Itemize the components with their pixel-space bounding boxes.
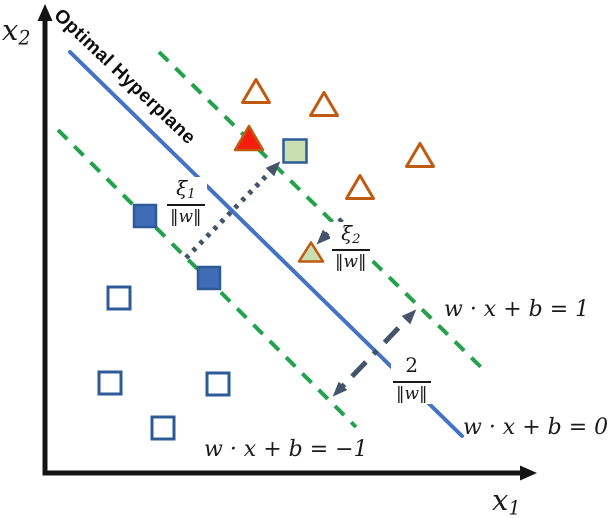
negative-class-square-open — [205, 371, 231, 397]
norm-w-label: ‖w‖ — [167, 204, 205, 226]
x-axis-label: x1 — [492, 483, 521, 518]
hyperplane-equation: w · x + b = 0 — [463, 415, 609, 440]
negative-class-square-filled — [196, 265, 222, 291]
negative-class-square-filled — [132, 203, 158, 229]
norm-w-label: ‖w‖ — [332, 249, 370, 271]
slack-square-point — [282, 138, 308, 164]
xi1-slack-arrow — [184, 161, 281, 260]
slack-triangle-point — [297, 241, 325, 263]
negative-class-square-open — [150, 415, 176, 441]
misclassified-red-triangle — [233, 124, 265, 152]
upper-margin-line — [157, 50, 489, 375]
negative-class-square-open — [97, 370, 123, 396]
negative-class-square-open — [106, 285, 132, 311]
norm-w-label: ‖w‖ — [393, 381, 431, 403]
upper-margin-equation: w · x + b = 1 — [444, 297, 590, 322]
y-axis-label: x2 — [2, 13, 31, 50]
margin-width-arrow — [332, 309, 417, 397]
positive-class-triangle-open — [309, 91, 339, 117]
lower-margin-equation: w · x + b = −1 — [204, 437, 368, 462]
positive-class-triangle-open — [405, 142, 435, 168]
y-axis-arrowhead-icon — [37, 4, 53, 21]
positive-class-triangle-open — [241, 78, 271, 104]
xi2-slack-fraction: ξ2 ‖w‖ — [330, 222, 372, 273]
positive-class-triangle-open — [345, 174, 375, 200]
xi1-slack-fraction: ξ1 ‖w‖ — [165, 177, 207, 228]
x-axis-arrowhead-icon — [520, 465, 537, 481]
margin-width-fraction: 2 ‖w‖ — [391, 354, 433, 405]
